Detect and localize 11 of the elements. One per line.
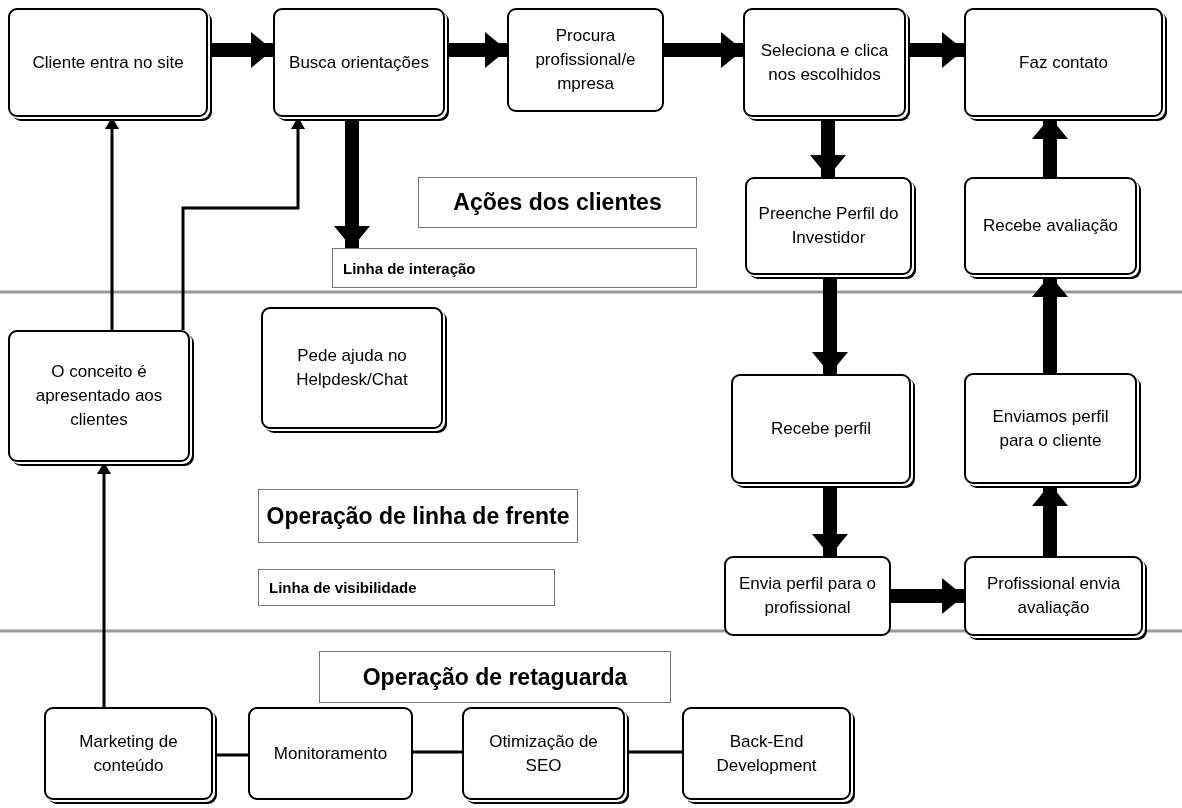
process-box: Procura profissional/e mpresa — [507, 8, 664, 112]
block-arrow — [664, 32, 743, 68]
lane-label: Ações dos clientes — [418, 177, 697, 228]
connector-line — [413, 750, 462, 754]
lane-label: Linha de interação — [332, 248, 697, 288]
process-box: Monitoramento — [248, 707, 413, 800]
lane-label: Operação de retaguarda — [319, 651, 671, 703]
lane-label: Operação de linha de frente — [258, 489, 578, 543]
block-arrow — [891, 578, 964, 614]
lane-label: Linha de visibilidade — [258, 569, 555, 606]
process-box: Envia perfil para o profissional — [724, 556, 891, 636]
